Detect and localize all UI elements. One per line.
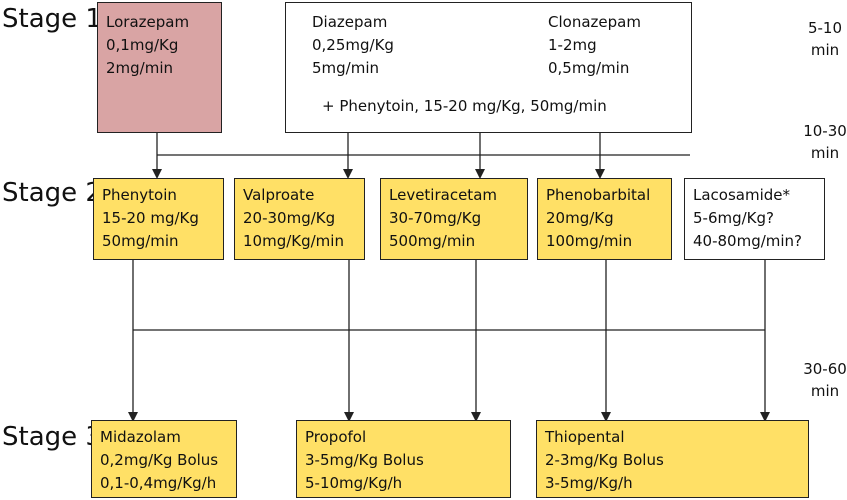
levetiracetam-name: Levetiracetam bbox=[389, 186, 497, 204]
clonazepam-dose: 1-2mg bbox=[548, 36, 597, 54]
valproate-rate: 10mg/Kg/min bbox=[243, 232, 344, 250]
time-label-stage1-unit: min bbox=[810, 41, 840, 59]
time-label-stage3: 30-60 min bbox=[795, 358, 847, 402]
phenytoin-dose: 15-20 mg/Kg bbox=[102, 209, 199, 227]
phenytoin-rate: 50mg/min bbox=[102, 232, 179, 250]
time-label-stage3-unit: min bbox=[810, 382, 840, 400]
time-label-stage2: 10-30 min bbox=[795, 120, 847, 164]
diazepam-rate: 5mg/min bbox=[312, 59, 380, 77]
propofol-name: Propofol bbox=[305, 428, 367, 446]
midazolam-infusion: 0,1-0,4mg/Kg/h bbox=[100, 474, 217, 492]
clonazepam-name: Clonazepam bbox=[548, 13, 641, 31]
phenytoin-addon-text: + Phenytoin, 15-20 mg/Kg, 50mg/min bbox=[322, 97, 607, 115]
levetiracetam-box: Levetiracetam 30-70mg/Kg 500mg/min bbox=[380, 178, 528, 260]
stage-3-label: Stage 3 bbox=[2, 422, 102, 452]
valproate-name: Valproate bbox=[243, 186, 315, 204]
thiopental-name: Thiopental bbox=[545, 428, 625, 446]
lorazepam-rate: 2mg/min bbox=[106, 59, 174, 77]
diazepam-group: Diazepam 0,25mg/Kg 5mg/min bbox=[312, 11, 394, 80]
clonazepam-group: Clonazepam 1-2mg 0,5mg/min bbox=[548, 11, 641, 80]
lacosamide-dose: 5-6mg/Kg? bbox=[693, 209, 775, 227]
thiopental-box: Thiopental 2-3mg/Kg Bolus 3-5mg/Kg/h bbox=[536, 420, 809, 498]
diazepam-clonazepam-box: Diazepam 0,25mg/Kg 5mg/min Clonazepam 1-… bbox=[285, 2, 692, 133]
propofol-box: Propofol 3-5mg/Kg Bolus 5-10mg/Kg/h bbox=[296, 420, 511, 498]
midazolam-box: Midazolam 0,2mg/Kg Bolus 0,1-0,4mg/Kg/h bbox=[91, 420, 237, 498]
lorazepam-box: Lorazepam 0,1mg/Kg 2mg/min bbox=[97, 2, 222, 133]
time-label-stage1-range: 5-10 bbox=[807, 19, 843, 37]
phenobarbital-dose: 20mg/Kg bbox=[546, 209, 614, 227]
lacosamide-rate: 40-80mg/min? bbox=[693, 232, 803, 250]
diazepam-name: Diazepam bbox=[312, 13, 388, 31]
phenobarbital-name: Phenobarbital bbox=[546, 186, 651, 204]
lacosamide-box: Lacosamide* 5-6mg/Kg? 40-80mg/min? bbox=[684, 178, 825, 260]
midazolam-name: Midazolam bbox=[100, 428, 181, 446]
diazepam-dose: 0,25mg/Kg bbox=[312, 36, 394, 54]
lorazepam-dose: 0,1mg/Kg bbox=[106, 36, 179, 54]
levetiracetam-dose: 30-70mg/Kg bbox=[389, 209, 482, 227]
midazolam-bolus: 0,2mg/Kg Bolus bbox=[100, 451, 219, 469]
stage-1-label: Stage 1 bbox=[2, 4, 102, 34]
time-label-stage3-range: 30-60 bbox=[803, 360, 847, 378]
levetiracetam-rate: 500mg/min bbox=[389, 232, 476, 250]
lacosamide-name: Lacosamide* bbox=[693, 186, 791, 204]
valproate-box: Valproate 20-30mg/Kg 10mg/Kg/min bbox=[234, 178, 365, 260]
phenytoin-box: Phenytoin 15-20 mg/Kg 50mg/min bbox=[93, 178, 224, 260]
time-label-stage2-range: 10-30 bbox=[803, 122, 847, 140]
phenobarbital-box: Phenobarbital 20mg/Kg 100mg/min bbox=[537, 178, 672, 260]
thiopental-infusion: 3-5mg/Kg/h bbox=[545, 474, 633, 492]
clonazepam-rate: 0,5mg/min bbox=[548, 59, 630, 77]
phenytoin-name: Phenytoin bbox=[102, 186, 177, 204]
thiopental-bolus: 2-3mg/Kg Bolus bbox=[545, 451, 664, 469]
lorazepam-name: Lorazepam bbox=[106, 13, 190, 31]
time-label-stage1: 5-10 min bbox=[795, 17, 847, 61]
stage-2-label: Stage 2 bbox=[2, 178, 102, 208]
propofol-bolus: 3-5mg/Kg Bolus bbox=[305, 451, 424, 469]
phenobarbital-rate: 100mg/min bbox=[546, 232, 633, 250]
valproate-dose: 20-30mg/Kg bbox=[243, 209, 336, 227]
propofol-infusion: 5-10mg/Kg/h bbox=[305, 474, 403, 492]
time-label-stage2-unit: min bbox=[810, 144, 840, 162]
